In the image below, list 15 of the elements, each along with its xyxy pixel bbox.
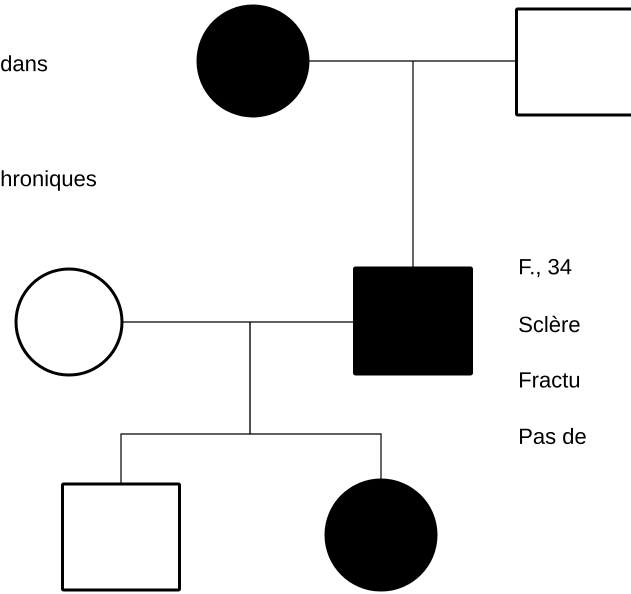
label-text: hroniques (2, 170, 96, 191)
circle-symbol (196, 4, 310, 118)
partner-line (310, 60, 515, 62)
descent-line (412, 61, 414, 266)
annotation-text: Fractu (520, 372, 580, 388)
annotation-text: Sclère (519, 316, 580, 332)
square-symbol (61, 482, 181, 592)
descent-line (249, 322, 382, 478)
circle-symbol (324, 478, 438, 592)
annotation-text: F., 34 (520, 258, 572, 278)
square-symbol (353, 266, 473, 376)
label-text: dans (1, 55, 48, 72)
annotation-text: Pas de (520, 428, 586, 444)
circle-symbol (14, 268, 124, 376)
partner-line (124, 321, 353, 323)
